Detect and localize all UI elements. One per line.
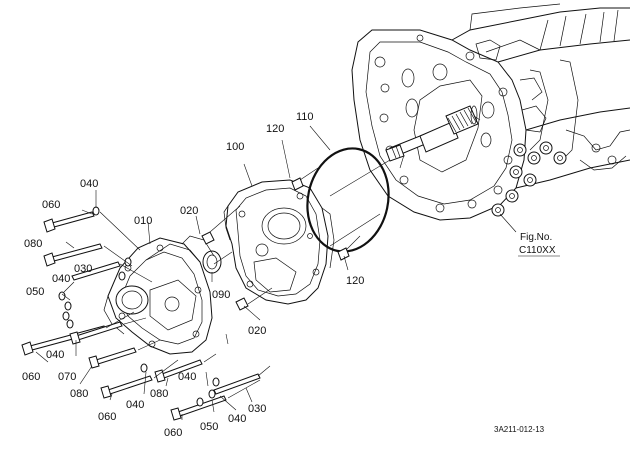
callout-040-mid: 040: [52, 273, 70, 285]
callout-090: 090: [212, 289, 230, 301]
o-ring: [306, 147, 390, 253]
callout-120-upper: 120: [266, 123, 284, 135]
fig-no-label: Fig.No.: [520, 232, 552, 243]
callout-020-upper: 020: [180, 205, 198, 217]
callout-040-bottom-mid: 040: [178, 371, 196, 383]
fig-no-value: C110XX: [519, 245, 556, 256]
fasteners: [21, 206, 261, 421]
oil-seal: [202, 250, 222, 274]
callout-080-lower-left: 080: [70, 388, 88, 400]
callout-080-upper: 080: [24, 238, 42, 250]
callout-040-bottom-right: 040: [228, 413, 246, 425]
leader-lines: [35, 115, 517, 420]
callout-labels: 040 060 080 010 020 100 120 110 120 040 …: [22, 111, 364, 439]
callout-050-left: 050: [26, 286, 44, 298]
flywheel-housing: [223, 179, 335, 305]
callout-110: 110: [296, 111, 314, 123]
callout-040-top: 040: [80, 178, 98, 190]
transmission-case: [351, 3, 630, 221]
callout-060-top: 060: [42, 199, 60, 211]
callout-060-left: 060: [22, 371, 40, 383]
callout-010: 010: [134, 215, 152, 227]
callout-060-lower: 060: [98, 411, 116, 423]
callout-070: 070: [58, 371, 76, 383]
callout-020-lower: 020: [248, 325, 266, 337]
callout-040-left: 040: [46, 349, 64, 361]
callout-120-lower: 120: [346, 275, 364, 287]
clutch-housing: [103, 235, 215, 355]
callout-030-lower: 030: [248, 403, 266, 415]
callout-100: 100: [226, 141, 244, 153]
callout-060-bottom: 060: [164, 427, 182, 439]
callout-030-upper: 030: [74, 263, 92, 275]
dowel-pins: [201, 177, 350, 311]
drawing-code: 3A211-012-13: [494, 425, 545, 434]
callout-080-lower: 080: [150, 388, 168, 400]
callout-040-lower: 040: [126, 399, 144, 411]
figure-reference: Fig.No. C110XX: [518, 232, 560, 257]
input-shaft: [385, 105, 479, 162]
callout-050-bottom: 050: [200, 421, 218, 433]
